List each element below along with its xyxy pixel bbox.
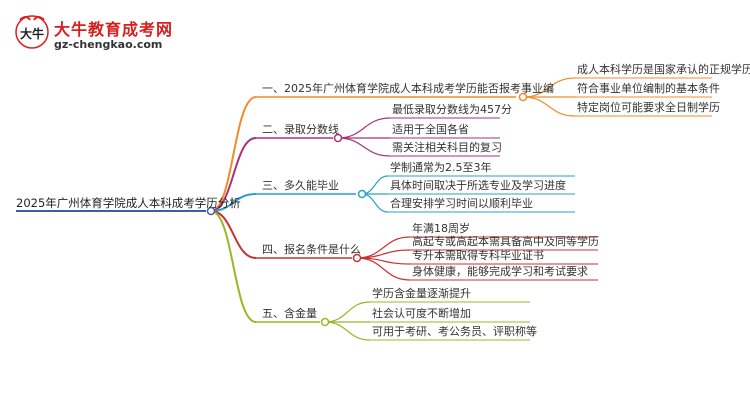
branch-3-leaf-1: 学制通常为2.5至3年 bbox=[390, 161, 492, 174]
branch-2-leaf-1: 最低录取分数线为457分 bbox=[392, 103, 512, 116]
branch-1-leaf-2: 符合事业单位编制的基本条件 bbox=[577, 82, 720, 95]
branch-4-leaf-2: 高起专或高起本需具备高中及同等学历 bbox=[412, 235, 599, 248]
branch-4-leaf-connector-4 bbox=[356, 257, 411, 281]
branch-connector-5 bbox=[210, 210, 257, 323]
branch-2-leaf-3: 需关注相关科目的复习 bbox=[392, 141, 502, 154]
branch-2-hub bbox=[333, 133, 343, 143]
branch-3-leaf-connector-3 bbox=[361, 193, 389, 213]
branch-3-leaf-2: 具体时间取决于所选专业及学习进度 bbox=[390, 179, 566, 192]
branch-3-hub bbox=[357, 189, 367, 199]
branch-5-hub bbox=[320, 317, 330, 327]
branch-3-label: 三、多久能毕业 bbox=[262, 179, 339, 192]
branch-2-leaf-2: 适用于全国各省 bbox=[392, 123, 469, 136]
branch-1-hub bbox=[518, 92, 528, 102]
branch-3-leaf-3: 合理安排学习时间以顺利毕业 bbox=[390, 197, 533, 210]
logo-mark-text: 大牛 bbox=[20, 26, 44, 41]
branch-2-leaf-connector-1 bbox=[337, 117, 391, 139]
logo-url: gz-chengkao.com bbox=[54, 38, 163, 51]
branch-connector-1 bbox=[210, 96, 257, 212]
logo-title: 大牛教育成考网 bbox=[54, 20, 174, 39]
branch-5-leaf-connector-3 bbox=[324, 321, 371, 341]
branch-connector-2 bbox=[210, 137, 257, 212]
branch-5-leaf-3: 可用于考研、考公务员、评职称等 bbox=[372, 325, 537, 338]
branch-1-leaf-3: 特定岗位可能要求全日制学历 bbox=[577, 101, 720, 114]
branch-5-leaf-1: 学历含金量逐渐提升 bbox=[372, 287, 471, 300]
branch-4-leaf-connector-1 bbox=[356, 236, 411, 259]
root-hub bbox=[206, 206, 216, 216]
branch-4-leaf-3: 专升本需取得专科毕业证书 bbox=[412, 249, 544, 262]
branch-2-label: 二、录取分数线 bbox=[262, 123, 339, 136]
branch-connector-4 bbox=[210, 210, 257, 259]
branch-4-label: 四、报名条件是什么 bbox=[262, 243, 361, 256]
branch-4-leaf-1: 年满18周岁 bbox=[412, 222, 470, 235]
site-logo[interactable]: 大牛 大牛教育成考网 gz-chengkao.com bbox=[14, 12, 174, 56]
branch-1-leaf-connector-3 bbox=[522, 96, 576, 117]
branch-1-label: 一、2025年广州体育学院成人本科成考学历能否报考事业编 bbox=[262, 82, 554, 95]
branch-5-leaf-connector-1 bbox=[324, 301, 371, 323]
bull-logo-icon: 大牛 bbox=[15, 15, 49, 49]
branch-5-label: 五、含金量 bbox=[262, 307, 317, 320]
mindmap-root-label: 2025年广州体育学院成人本科成考学历分析 bbox=[16, 196, 241, 210]
branch-5-leaf-2: 社会认可度不断增加 bbox=[372, 307, 471, 320]
branch-connector-3 bbox=[210, 193, 257, 212]
branch-2-leaf-connector-3 bbox=[337, 137, 391, 157]
branch-1-leaf-1: 成人本科学历是国家承认的正规学历 bbox=[577, 63, 750, 76]
branch-4-hub bbox=[352, 253, 362, 263]
branch-4-leaf-4: 身体健康，能够完成学习和考试要求 bbox=[412, 265, 588, 278]
branch-3-leaf-connector-1 bbox=[361, 175, 389, 195]
